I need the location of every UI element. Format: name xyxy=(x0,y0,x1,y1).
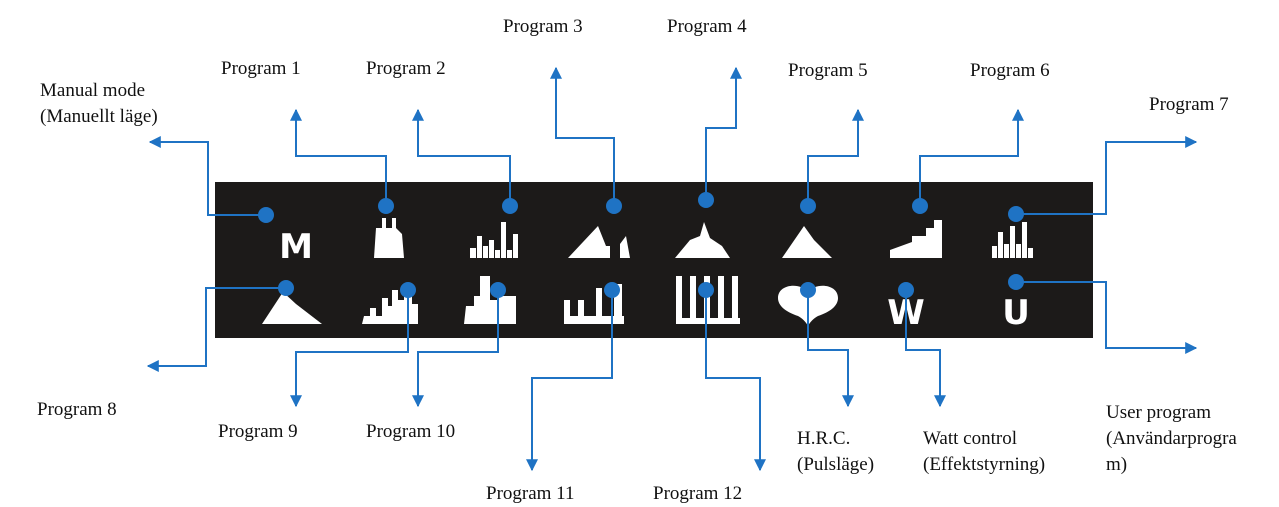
label-manual-mode-en: Manual mode xyxy=(40,80,146,101)
connector-program-10 xyxy=(412,290,499,408)
console-panel xyxy=(215,182,1093,338)
dot-program-6 xyxy=(912,198,928,214)
connector-program-4 xyxy=(705,66,742,200)
connector-lines xyxy=(146,66,1198,472)
connector-program-2 xyxy=(412,108,511,206)
connector-program-1 xyxy=(290,108,387,206)
label-program-4: Program 4 xyxy=(667,16,747,37)
dot-user xyxy=(1008,274,1024,290)
icon-grid: M xyxy=(262,218,1033,333)
program-4-icon xyxy=(675,222,730,258)
connector-watt xyxy=(905,290,946,408)
dot-program-10 xyxy=(490,282,506,298)
label-manual-mode: Manual mode (Manuellt läge) xyxy=(40,78,158,130)
label-program-8: Program 8 xyxy=(37,399,117,420)
connector-program-5 xyxy=(807,108,864,206)
dot-program-12 xyxy=(698,282,714,298)
connector-user xyxy=(1016,281,1198,354)
dot-program-1 xyxy=(378,198,394,214)
user-program-icon: U xyxy=(1002,293,1030,333)
dot-program-2 xyxy=(502,198,518,214)
program-1-icon xyxy=(374,218,404,258)
label-program-6: Program 6 xyxy=(970,60,1050,81)
program-7-icon xyxy=(992,222,1033,258)
program-5-icon xyxy=(782,226,832,258)
label-program-2: Program 2 xyxy=(366,58,446,79)
dot-hrc xyxy=(800,282,816,298)
label-program-10: Program 10 xyxy=(366,421,456,442)
connector-program-11 xyxy=(526,290,613,472)
program-11-icon xyxy=(564,284,624,324)
dot-program-8 xyxy=(278,280,294,296)
dot-program-3 xyxy=(606,198,622,214)
connector-program-9 xyxy=(290,290,409,408)
dot-watt xyxy=(898,282,914,298)
connector-program-3 xyxy=(550,66,615,206)
label-watt-control: Watt control (Effektstyrning) xyxy=(923,426,1045,478)
connector-program-7 xyxy=(1016,136,1198,215)
label-hrc-en: H.R.C. xyxy=(797,428,851,449)
label-watt-control-en: Watt control xyxy=(923,428,1017,449)
label-hrc-sv: (Pulsläge) xyxy=(797,454,875,475)
label-program-12: Program 12 xyxy=(653,483,743,504)
connector-program-6 xyxy=(919,108,1024,206)
label-manual-mode-sv: (Manuellt läge) xyxy=(40,106,158,127)
label-program-11: Program 11 xyxy=(486,483,575,504)
connector-dots xyxy=(258,192,1024,298)
program-10-icon xyxy=(464,276,516,324)
dot-program-7 xyxy=(1008,206,1024,222)
label-watt-control-sv: (Effektstyrning) xyxy=(923,454,1046,475)
label-user-program-en: User program xyxy=(1106,402,1211,423)
connector-program-8 xyxy=(146,287,286,372)
dot-program-11 xyxy=(604,282,620,298)
dot-program-4 xyxy=(698,192,714,208)
dot-program-9 xyxy=(400,282,416,298)
program-6-icon xyxy=(890,220,942,258)
label-program-5: Program 5 xyxy=(788,60,868,81)
label-program-3: Program 3 xyxy=(503,16,583,37)
connector-program-12 xyxy=(705,290,766,472)
label-user-program-sv-1: (Användarprogra xyxy=(1106,428,1237,449)
label-program-7: Program 7 xyxy=(1149,94,1229,115)
connector-hrc xyxy=(807,290,854,408)
label-user-program: User program (Användarprogra m) xyxy=(1106,400,1237,478)
label-program-1: Program 1 xyxy=(221,58,301,79)
manual-mode-icon: M xyxy=(279,227,313,267)
dot-manual xyxy=(258,207,274,223)
label-user-program-sv-2: m) xyxy=(1106,454,1128,475)
connector-manual xyxy=(148,136,266,216)
label-program-9: Program 9 xyxy=(218,421,298,442)
program-2-icon xyxy=(470,222,518,258)
program-3-icon xyxy=(568,226,630,258)
label-hrc: H.R.C. (Pulsläge) xyxy=(797,426,874,478)
program-8-icon xyxy=(262,292,322,324)
dot-program-5 xyxy=(800,198,816,214)
